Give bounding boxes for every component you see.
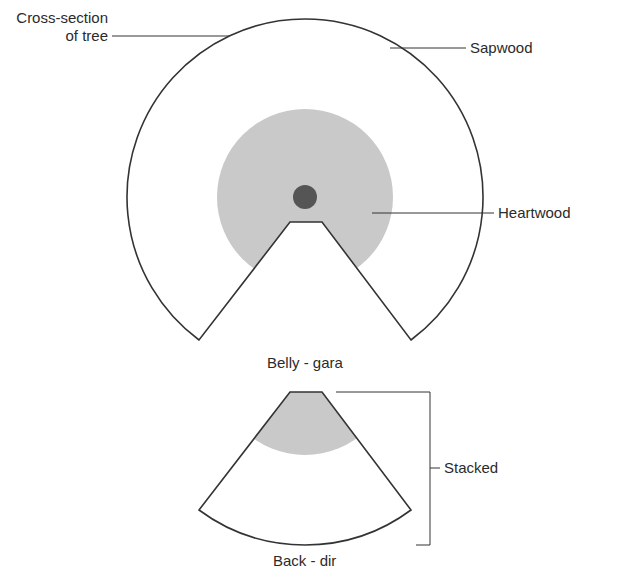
callout-label: Sapwood	[470, 39, 533, 57]
wedge-cut	[199, 222, 411, 340]
bracket-tick	[430, 468, 440, 469]
bracket	[336, 392, 430, 545]
pith-dot	[293, 185, 317, 209]
part-label: Back - dir	[273, 552, 336, 570]
leader-line	[112, 36, 229, 37]
stave-outline	[199, 392, 411, 545]
leader-line	[390, 48, 466, 49]
bracket-label: Stacked	[444, 459, 498, 477]
trunk-outline	[127, 19, 483, 340]
part-label: Belly - gara	[267, 354, 343, 372]
callout-label: Cross-section of tree	[6, 9, 108, 45]
callout-label: Heartwood	[498, 204, 571, 222]
leader-line	[372, 213, 494, 214]
piece-heartwood	[217, 279, 393, 455]
